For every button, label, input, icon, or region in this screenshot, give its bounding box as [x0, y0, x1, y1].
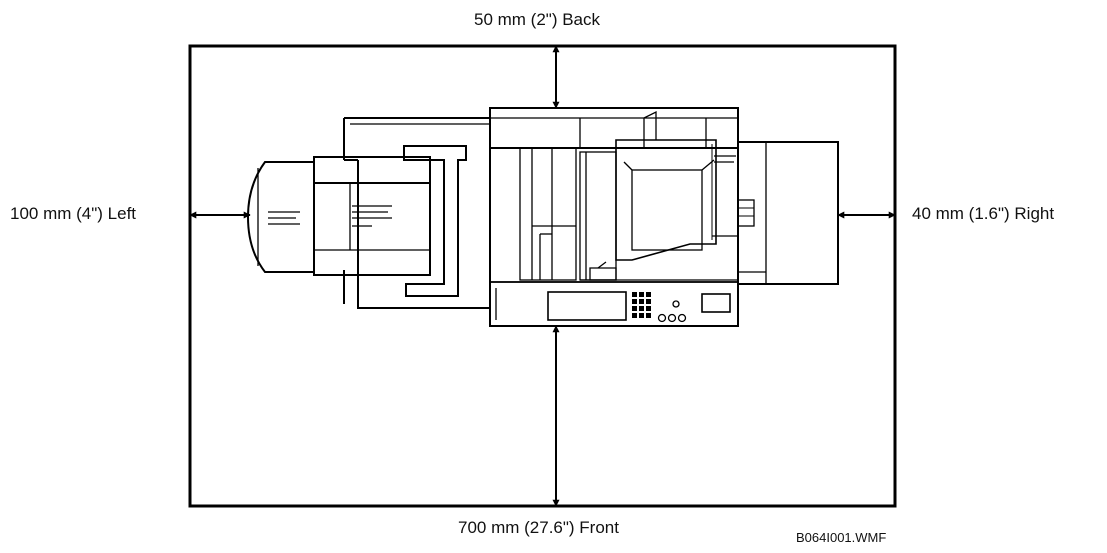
right-clearance-label: 40 mm (1.6") Right: [912, 204, 1055, 223]
clearance-boundary: [188, 44, 897, 508]
operation-panel: [489, 281, 739, 327]
bridge-tray: [403, 145, 467, 297]
figure-id-label: B064I001.WMF: [796, 530, 887, 545]
machine-top-view: [246, 107, 839, 327]
front-clearance-label: 700 mm (27.6") Front: [458, 518, 619, 537]
side-tray: [737, 141, 839, 285]
finisher-unit: [246, 156, 431, 276]
keypad: [632, 292, 651, 318]
base-frame: [343, 117, 490, 309]
main-body: [489, 107, 739, 327]
left-clearance-label: 100 mm (4") Left: [10, 204, 137, 223]
back-clearance-label: 50 mm (2") Back: [474, 10, 601, 29]
